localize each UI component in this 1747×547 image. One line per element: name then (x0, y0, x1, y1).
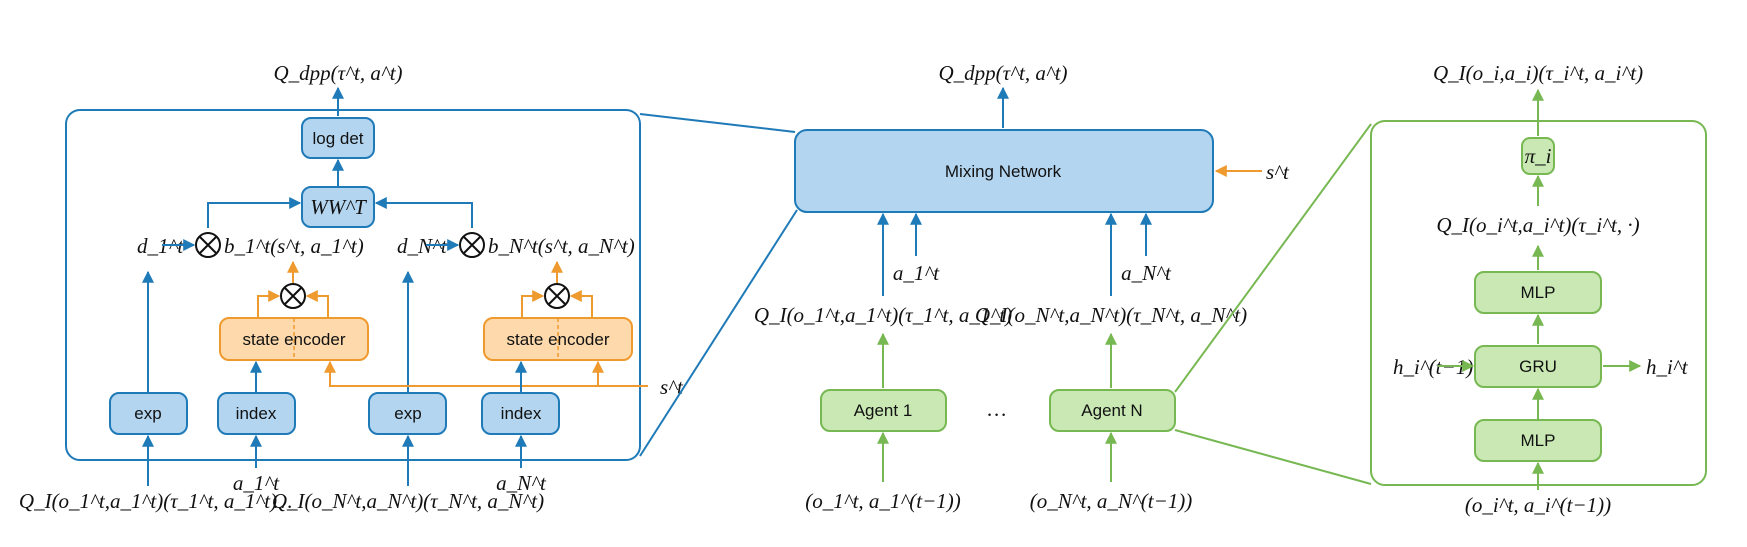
gru-label: GRU (1519, 357, 1557, 376)
wwt-label: WW^T (310, 195, 367, 219)
pi-box (1521, 137, 1555, 175)
middle-panel: Q_dpp(τ^t, a^t) Mixing Network s^t a_1^t… (754, 61, 1290, 513)
mixing-network-label: Mixing Network (945, 162, 1062, 181)
h-out-label: h_i^t (1646, 355, 1689, 379)
exp-N-label: exp (394, 404, 421, 423)
middle-obs1-label: (o_1^t, a_1^(t−1)) (805, 489, 961, 513)
exp-1-box (109, 392, 188, 435)
zoom-line-left-top (639, 113, 796, 133)
otimes-dN-bN (459, 232, 485, 258)
arrow-encoderN-left (521, 290, 545, 318)
left-q1-label: Q_I(o_1^t,a_1^t)(τ_1^t, a_1^t) (19, 489, 277, 513)
exp-1-label: exp (134, 404, 161, 423)
left-panel-frame (65, 109, 641, 461)
left-state-label: s^t (660, 375, 684, 399)
pi-label: π_i (1525, 144, 1552, 168)
mlp-bottom-label: MLP (1521, 431, 1556, 450)
middle-qN-label: Q_I(o_N^t,a_N^t)(τ_N^t, a_N^t) (975, 303, 1247, 327)
zoom-line-left-bottom (639, 209, 798, 457)
left-aN-label: a_N^t (496, 471, 547, 495)
log-det-box (301, 117, 375, 159)
right-input-label: (o_i^t, a_i^(t−1)) (1465, 493, 1611, 517)
state-encoder-1-label: state encoder (242, 330, 345, 349)
middle-output-label: Q_dpp(τ^t, a^t) (938, 61, 1067, 85)
agent-1-box (820, 389, 947, 432)
gru-box (1474, 345, 1602, 388)
right-q-label: Q_I(o_i^t,a_i^t)(τ_i^t, ·) (1436, 213, 1639, 237)
arrow-productN-to-wwt (374, 197, 473, 228)
middle-q1-label: Q_I(o_1^t,a_1^t)(τ_1^t, a_1^t) (754, 303, 1012, 327)
bN-label: b_N^t(s^t, a_N^t) (488, 234, 635, 258)
agent-N-label: Agent N (1081, 401, 1142, 420)
zoom-line-right-bottom (1174, 429, 1372, 485)
agent-N-box (1049, 389, 1176, 432)
arrow-encoder1-left (257, 290, 281, 318)
left-a1-label: a_1^t (233, 471, 280, 495)
left-ellipsis: … (274, 489, 293, 513)
otimes-encoder1 (280, 283, 306, 309)
middle-aN-label: a_N^t (1121, 261, 1172, 285)
log-det-label: log det (312, 129, 363, 148)
mlp-top-box (1474, 271, 1602, 314)
right-panel: Q_I(o_i,a_i)(τ_i^t, a_i^t) π_i Q_I(o_i^t… (1370, 61, 1707, 517)
otimes-encoderN (544, 283, 570, 309)
otimes-d1-b1 (195, 232, 221, 258)
left-qN-label: Q_I(o_N^t,a_N^t)(τ_N^t, a_N^t) (272, 489, 544, 513)
mlp-top-label: MLP (1521, 283, 1556, 302)
state-encoder-N-label: state encoder (506, 330, 609, 349)
right-output-label: Q_I(o_i,a_i)(τ_i^t, a_i^t) (1433, 61, 1643, 85)
agent-1-label: Agent 1 (854, 401, 913, 420)
exp-N-box (368, 392, 447, 435)
middle-a1-label: a_1^t (893, 261, 940, 285)
wwt-box (301, 186, 375, 228)
arrow-encoder1-right (305, 290, 329, 318)
arrow-encoderN-right (569, 290, 593, 318)
arrow-product1-to-wwt (207, 197, 302, 228)
index-N-label: index (501, 404, 542, 423)
left-panel: Q_dpp(τ^t, a^t) log det WW^T d_1^t b_1^t… (19, 61, 684, 513)
middle-ellipsis: … (988, 397, 1007, 421)
zoom-line-right-top (1174, 123, 1372, 393)
left-output-label: Q_dpp(τ^t, a^t) (273, 61, 402, 85)
b1-label: b_1^t(s^t, a_1^t) (224, 234, 364, 258)
middle-obsN-label: (o_N^t, a_N^(t−1)) (1030, 489, 1193, 513)
state-input-line (324, 360, 648, 387)
index-1-label: index (236, 404, 277, 423)
middle-state-label: s^t (1266, 160, 1290, 184)
mixing-network-box (794, 129, 1214, 213)
mlp-bottom-box (1474, 419, 1602, 462)
